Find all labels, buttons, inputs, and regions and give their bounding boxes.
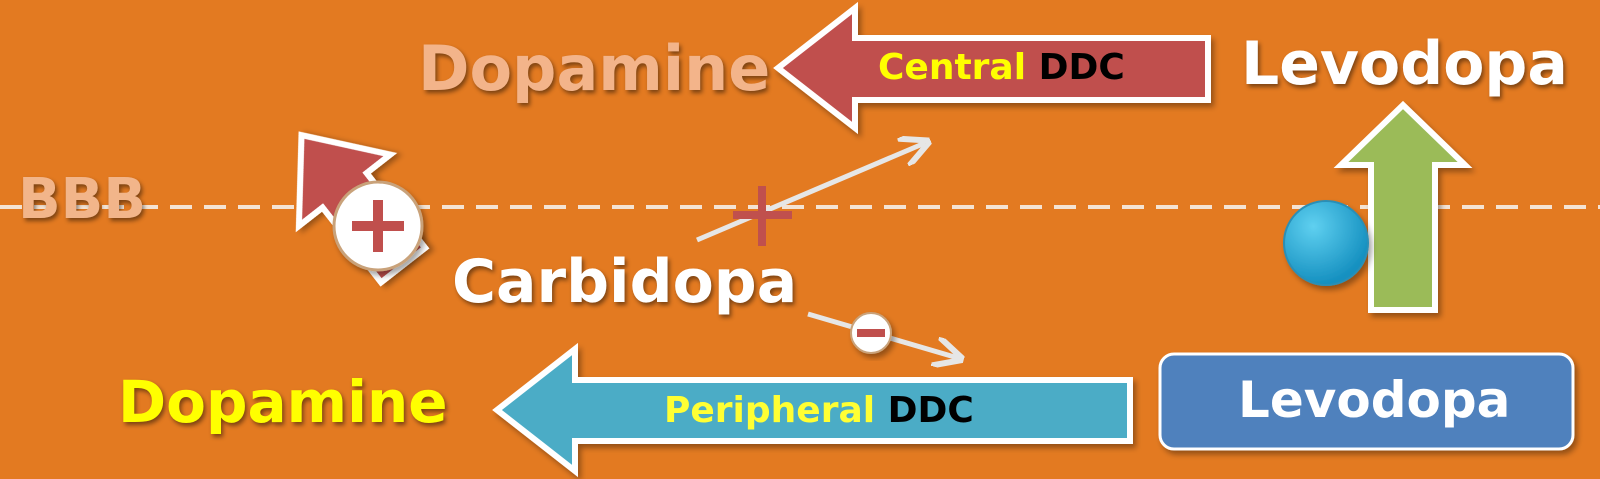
bbb-label: BBB [18,167,147,232]
peripheral-ddc-word: DDC [887,390,974,431]
central-ddc-arrow [773,1,1211,135]
carbidopa-to-central-arrow [696,143,925,243]
peripheral-ddc-label: Peripheral DDC [664,393,974,429]
central-levodopa-label: Levodopa [1241,29,1568,99]
carbidopa-label: Carbidopa [452,247,798,317]
blocked-cross-icon [733,186,792,246]
inhibit-minus-icon [850,312,892,354]
transporter-ball [1283,200,1369,286]
peripheral-ddc-arrow [492,342,1133,478]
central-ddc-label: Central DDC [878,50,1125,86]
levodopa-crossing-arrow [1333,100,1473,313]
central-word: Central [878,47,1027,88]
central-dopamine-label: Dopamine [418,32,771,105]
central-ddc-word: DDC [1038,47,1125,88]
levodopa-box [1158,352,1575,451]
peripheral-word: Peripheral [664,390,876,431]
stimulate-plus-icon [332,180,424,272]
peripheral-levodopa-label: Levodopa [1238,371,1511,429]
peripheral-dopamine-label: Dopamine [118,368,448,436]
